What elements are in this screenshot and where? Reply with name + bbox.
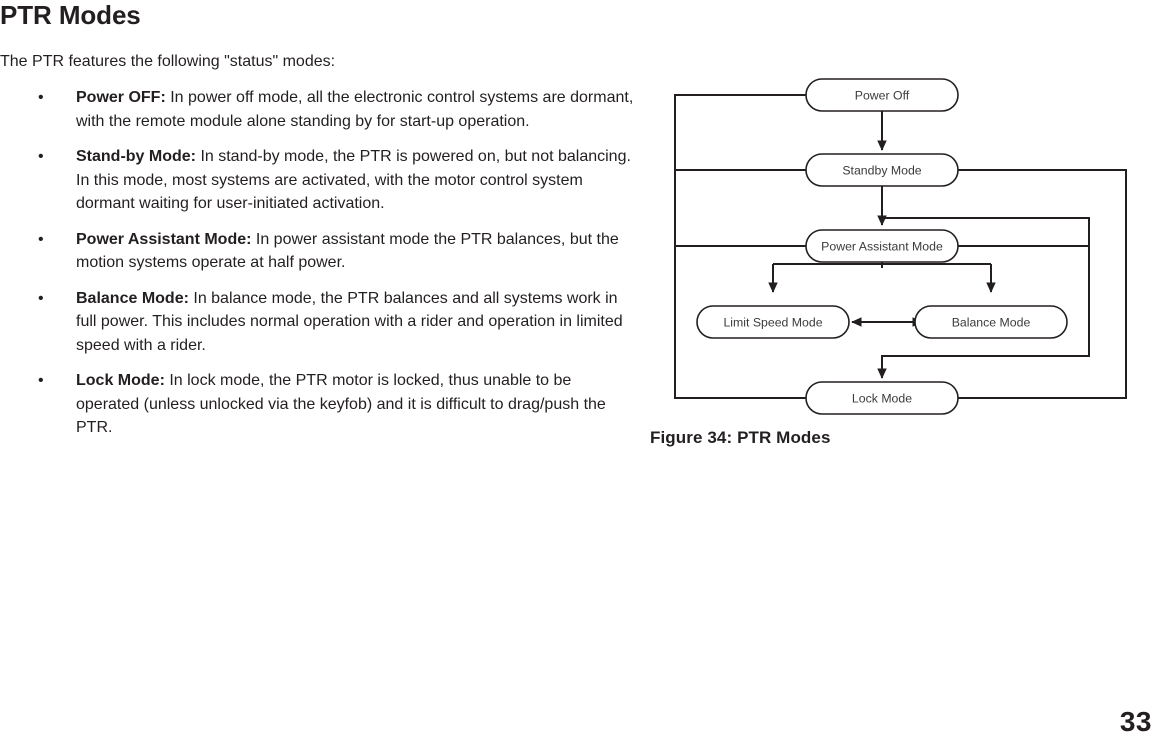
- node-limit-speed-mode-label: Limit Speed Mode: [723, 316, 822, 330]
- edge-lock-to-standby: [907, 165, 1127, 399]
- figure-column: Power Off Standby Mode Power Assistant M…: [650, 62, 1150, 448]
- page-number: 33: [1119, 706, 1152, 737]
- page-title: PTR Modes: [0, 0, 141, 30]
- mode-description: In power off mode, all the electronic co…: [76, 89, 634, 130]
- edge-power-assistant-to-lock: [877, 245, 1090, 379]
- ptr-modes-state-diagram: Power Off Standby Mode Power Assistant M…: [650, 62, 1146, 420]
- node-standby-mode-label: Standby Mode: [842, 164, 921, 178]
- node-power-off[interactable]: Power Off: [805, 78, 959, 112]
- bullet-icon: •: [38, 289, 44, 307]
- bullet-icon: •: [38, 230, 44, 248]
- node-lock-mode-shape: [805, 381, 959, 415]
- figure-caption: Figure 34: PTR Modes: [650, 428, 831, 447]
- text-column: PTR Modes The PTR features the following…: [0, 0, 636, 452]
- mode-name: Power OFF:: [76, 89, 166, 106]
- mode-name: Lock Mode:: [76, 372, 165, 389]
- node-balance-mode-label: Balance Mode: [952, 316, 1031, 330]
- mode-name: Stand-by Mode:: [76, 148, 196, 165]
- node-power-off-label: Power Off: [855, 89, 910, 103]
- list-item: • Balance Mode: In balance mode, the PTR …: [0, 287, 636, 358]
- mode-name: Power Assistant Mode:: [76, 230, 252, 248]
- state-diagram-svg: Power Off Standby Mode Power Assistant M…: [674, 78, 1127, 415]
- mode-name: Balance Mode:: [76, 289, 189, 307]
- mode-description: In balance mode, the PTR balances and al…: [76, 289, 623, 354]
- modes-list: • Power OFF: In power off mode, all the e…: [0, 86, 636, 440]
- intro-paragraph: The PTR features the following "status" …: [0, 53, 336, 70]
- node-power-assistant-mode-label: Power Assistant Mode: [821, 240, 943, 254]
- list-item: • Power Assistant Mode: In power assistan…: [0, 228, 636, 275]
- node-lock-mode[interactable]: Lock Mode: [805, 381, 959, 415]
- bullet-icon: •: [38, 89, 44, 106]
- list-item: • Stand-by Mode: In stand-by mode, the PT…: [0, 145, 636, 216]
- bullet-icon: •: [38, 372, 44, 389]
- node-power-assistant-mode[interactable]: Power Assistant Mode: [805, 229, 959, 263]
- node-lock-mode-label: Lock Mode: [852, 392, 912, 406]
- node-power-assistant-mode-shape: [805, 229, 959, 263]
- mode-description: In stand-by mode, the PTR is powered on,…: [76, 148, 631, 212]
- list-item: • Lock Mode: In lock mode, the PTR motor …: [0, 369, 636, 440]
- node-standby-mode-shape: [805, 153, 959, 187]
- node-limit-speed-mode[interactable]: Limit Speed Mode: [696, 305, 850, 339]
- edge-standby-branch-to-inner-right: [882, 217, 1090, 246]
- node-standby-mode[interactable]: Standby Mode: [805, 153, 959, 187]
- node-balance-mode[interactable]: Balance Mode: [914, 305, 1068, 339]
- edge-standby-to-power-off: [674, 90, 857, 171]
- edge-lock-to-left-bus: [674, 170, 806, 399]
- node-limit-speed-mode-shape: [696, 305, 850, 339]
- node-balance-mode-shape: [914, 305, 1068, 339]
- node-power-off-shape: [805, 78, 959, 112]
- mode-description: In lock mode, the PTR motor is locked, t…: [76, 372, 606, 436]
- bullet-icon: •: [38, 148, 44, 165]
- list-item: • Power OFF: In power off mode, all the e…: [0, 86, 636, 133]
- mode-description: In power assistant mode the PTR balances…: [76, 230, 619, 272]
